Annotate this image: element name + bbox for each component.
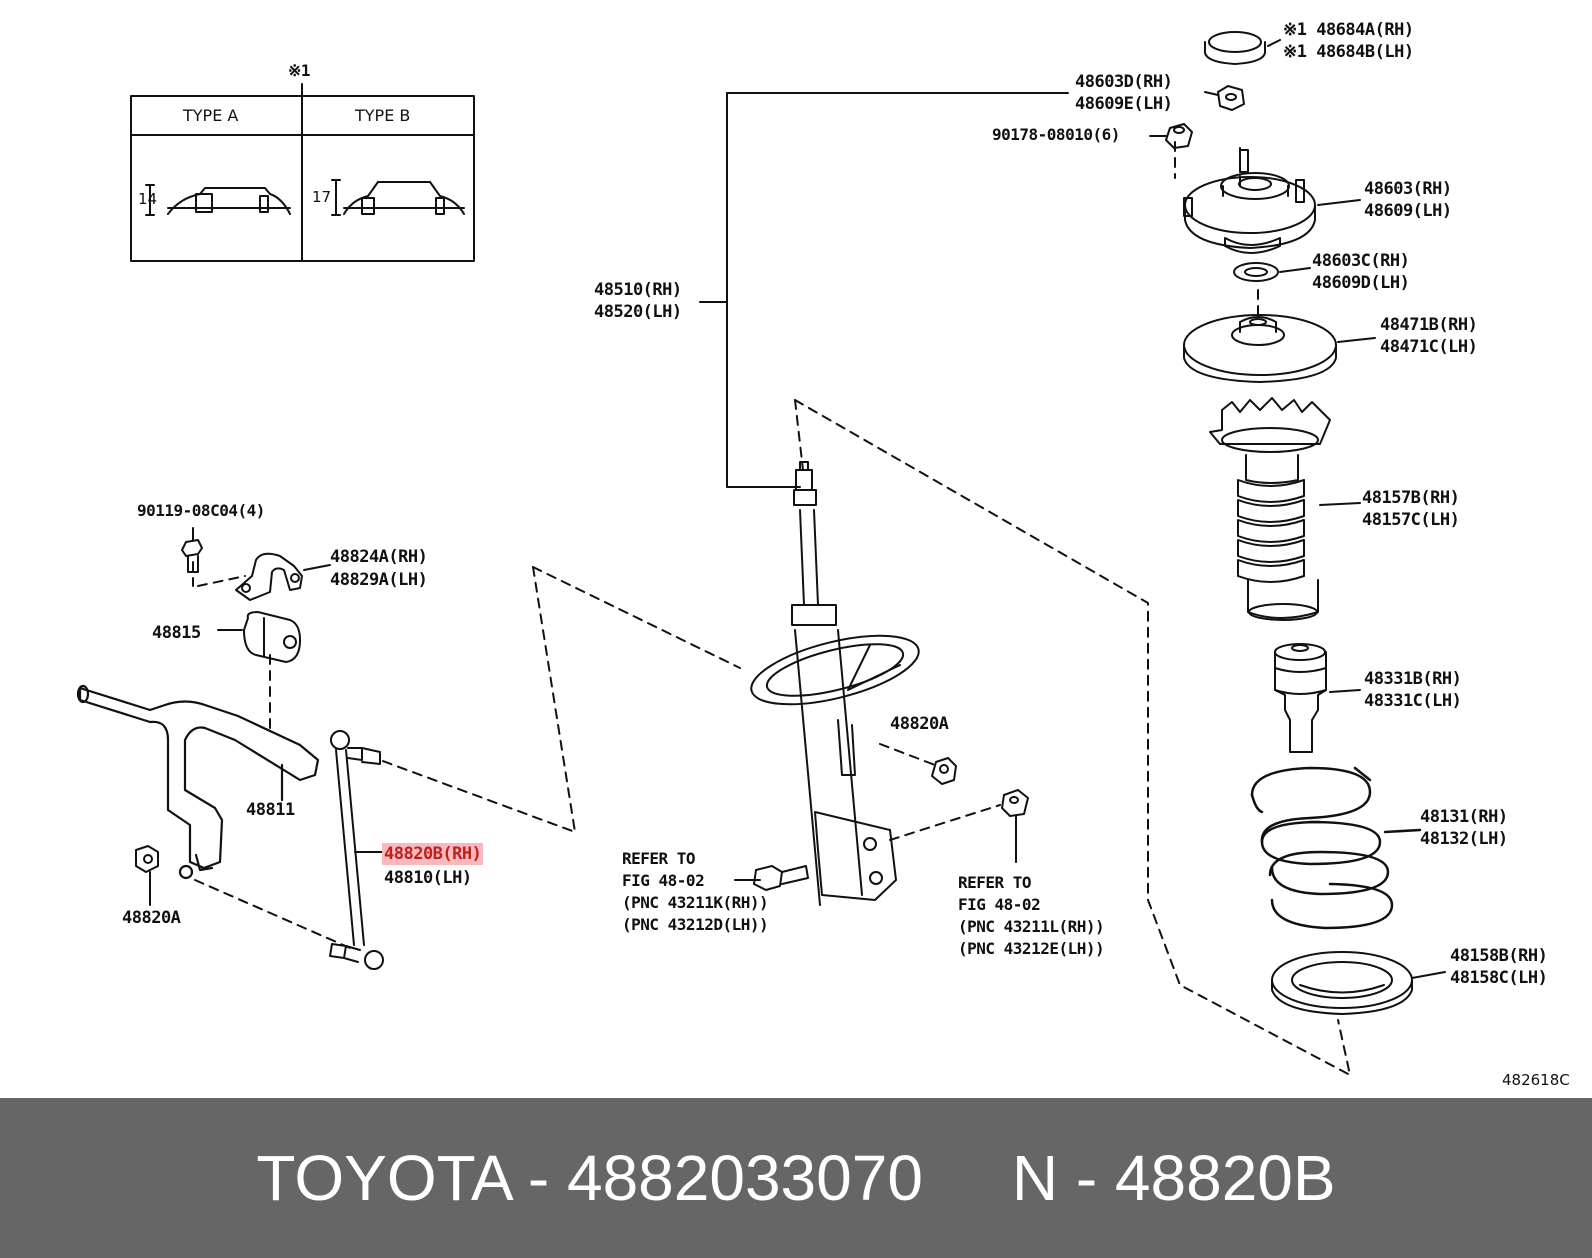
- part-label-90178[interactable]: 90178-08010(6): [992, 125, 1120, 144]
- part-label-48810[interactable]: 48810(LH): [384, 868, 472, 888]
- stabilizer-bar-48811-drawing: [76, 684, 320, 880]
- refer-note-2-line: (PNC 43212E(LH)): [958, 939, 1105, 958]
- parts-diagram: ※1 TYPE A TYPE B 14 17 ※1 48684A(RH) ※1 …: [76, 20, 1570, 1089]
- footer-part-info: TOYOTA - 4882033070 N - 48820B: [256, 1142, 1336, 1214]
- part-label-48820b-highlighted[interactable]: 48820B(RH): [382, 843, 484, 865]
- part-label-48471b[interactable]: 48471B(RH): [1380, 315, 1478, 335]
- strut-leader: [699, 92, 1069, 488]
- bumper-48331b-drawing: [1274, 643, 1361, 753]
- bushing-48815-drawing: [217, 611, 301, 663]
- part-label-48820a-lower[interactable]: 48820A: [122, 908, 181, 928]
- cap-48684-drawing: [1203, 31, 1281, 65]
- part-label-48520[interactable]: 48520(LH): [594, 302, 682, 322]
- type-b-header: TYPE B: [355, 106, 411, 125]
- refer-note-2-line: REFER TO: [958, 873, 1032, 892]
- type-table-frame: [130, 83, 475, 262]
- part-label-48603d[interactable]: 48603D(RH): [1075, 72, 1173, 92]
- part-label-48132[interactable]: 48132(LH): [1420, 829, 1508, 849]
- nut-48820a-lower-drawing: [135, 845, 159, 906]
- part-label-48609e[interactable]: 48609E(LH): [1075, 94, 1173, 114]
- refer-note-1-line: (PNC 43212D(LH)): [622, 915, 769, 934]
- part-label-48331c[interactable]: 48331C(LH): [1364, 691, 1462, 711]
- part-label-48820a-upper[interactable]: 48820A: [890, 714, 949, 734]
- type-b-dimension: 17: [312, 188, 332, 206]
- part-label-48157b[interactable]: 48157B(RH): [1362, 488, 1460, 508]
- refer-note-1-line: (PNC 43211K(RH)): [622, 893, 769, 912]
- strut-48510-drawing: [734, 461, 920, 906]
- part-label-48158b[interactable]: 48158B(RH): [1450, 946, 1548, 966]
- part-number-footer: TOYOTA - 4882033070 N - 48820B: [0, 1098, 1592, 1258]
- part-label-48609d[interactable]: 48609D(LH): [1312, 273, 1410, 293]
- note-mark: ※1: [288, 61, 311, 80]
- bracket-48824a-drawing: [235, 552, 331, 601]
- part-label-90119[interactable]: 90119-08C04(4): [137, 501, 265, 520]
- upper-support-48603-drawing: [1183, 149, 1361, 254]
- part-label-48609[interactable]: 48609(LH): [1364, 201, 1452, 221]
- washer-48603c-drawing: [1233, 262, 1311, 282]
- part-label-48158c[interactable]: 48158C(LH): [1450, 968, 1548, 988]
- part-label-48684a[interactable]: ※1 48684A(RH): [1283, 20, 1414, 40]
- type-a-header: TYPE A: [183, 106, 239, 125]
- nut-90178-drawing: [1149, 123, 1193, 149]
- part-label-48684b[interactable]: ※1 48684B(LH): [1283, 42, 1414, 62]
- nut-48603d-drawing: [1204, 85, 1245, 111]
- dashed-zone-lines: [192, 141, 1351, 1076]
- refer-note-1-line: FIG 48-02: [622, 871, 705, 890]
- refer-note-2-line: (PNC 43211L(RH)): [958, 917, 1105, 936]
- refer-note-2-line: FIG 48-02: [958, 895, 1041, 914]
- part-label-48824a[interactable]: 48824A(RH): [330, 547, 428, 567]
- seat-48471b-drawing: [1183, 314, 1376, 383]
- part-label-48815[interactable]: 48815: [152, 623, 201, 643]
- diagram-drawing: [76, 31, 1446, 1076]
- part-label-48603c[interactable]: 48603C(RH): [1312, 251, 1410, 271]
- nut-48820a-upper-drawing: [931, 757, 957, 785]
- bolt-refer1-drawing: [753, 865, 809, 891]
- part-label-48471c[interactable]: 48471C(LH): [1380, 337, 1478, 357]
- seat-48158b-drawing: [1271, 951, 1446, 1015]
- part-label-48603[interactable]: 48603(RH): [1364, 179, 1452, 199]
- type-a-dimension: 14: [138, 190, 158, 208]
- part-label-48829a[interactable]: 48829A(LH): [330, 570, 428, 590]
- bolt-90119-drawing: [181, 527, 203, 573]
- figure-code: 482618C: [1502, 1071, 1570, 1089]
- part-label-48510[interactable]: 48510(RH): [594, 280, 682, 300]
- boot-48157b-drawing: [1209, 397, 1361, 621]
- part-label-48131[interactable]: 48131(RH): [1420, 807, 1508, 827]
- stabilizer-link-48820b-drawing: [329, 730, 384, 970]
- coil-spring-48131-drawing: [1250, 766, 1422, 930]
- part-label-48811[interactable]: 48811: [246, 800, 295, 820]
- refer-note-1-line: REFER TO: [622, 849, 696, 868]
- bolt-refer2-drawing: [1001, 789, 1029, 863]
- part-label-48157c[interactable]: 48157C(LH): [1362, 510, 1460, 530]
- part-label-48331b[interactable]: 48331B(RH): [1364, 669, 1462, 689]
